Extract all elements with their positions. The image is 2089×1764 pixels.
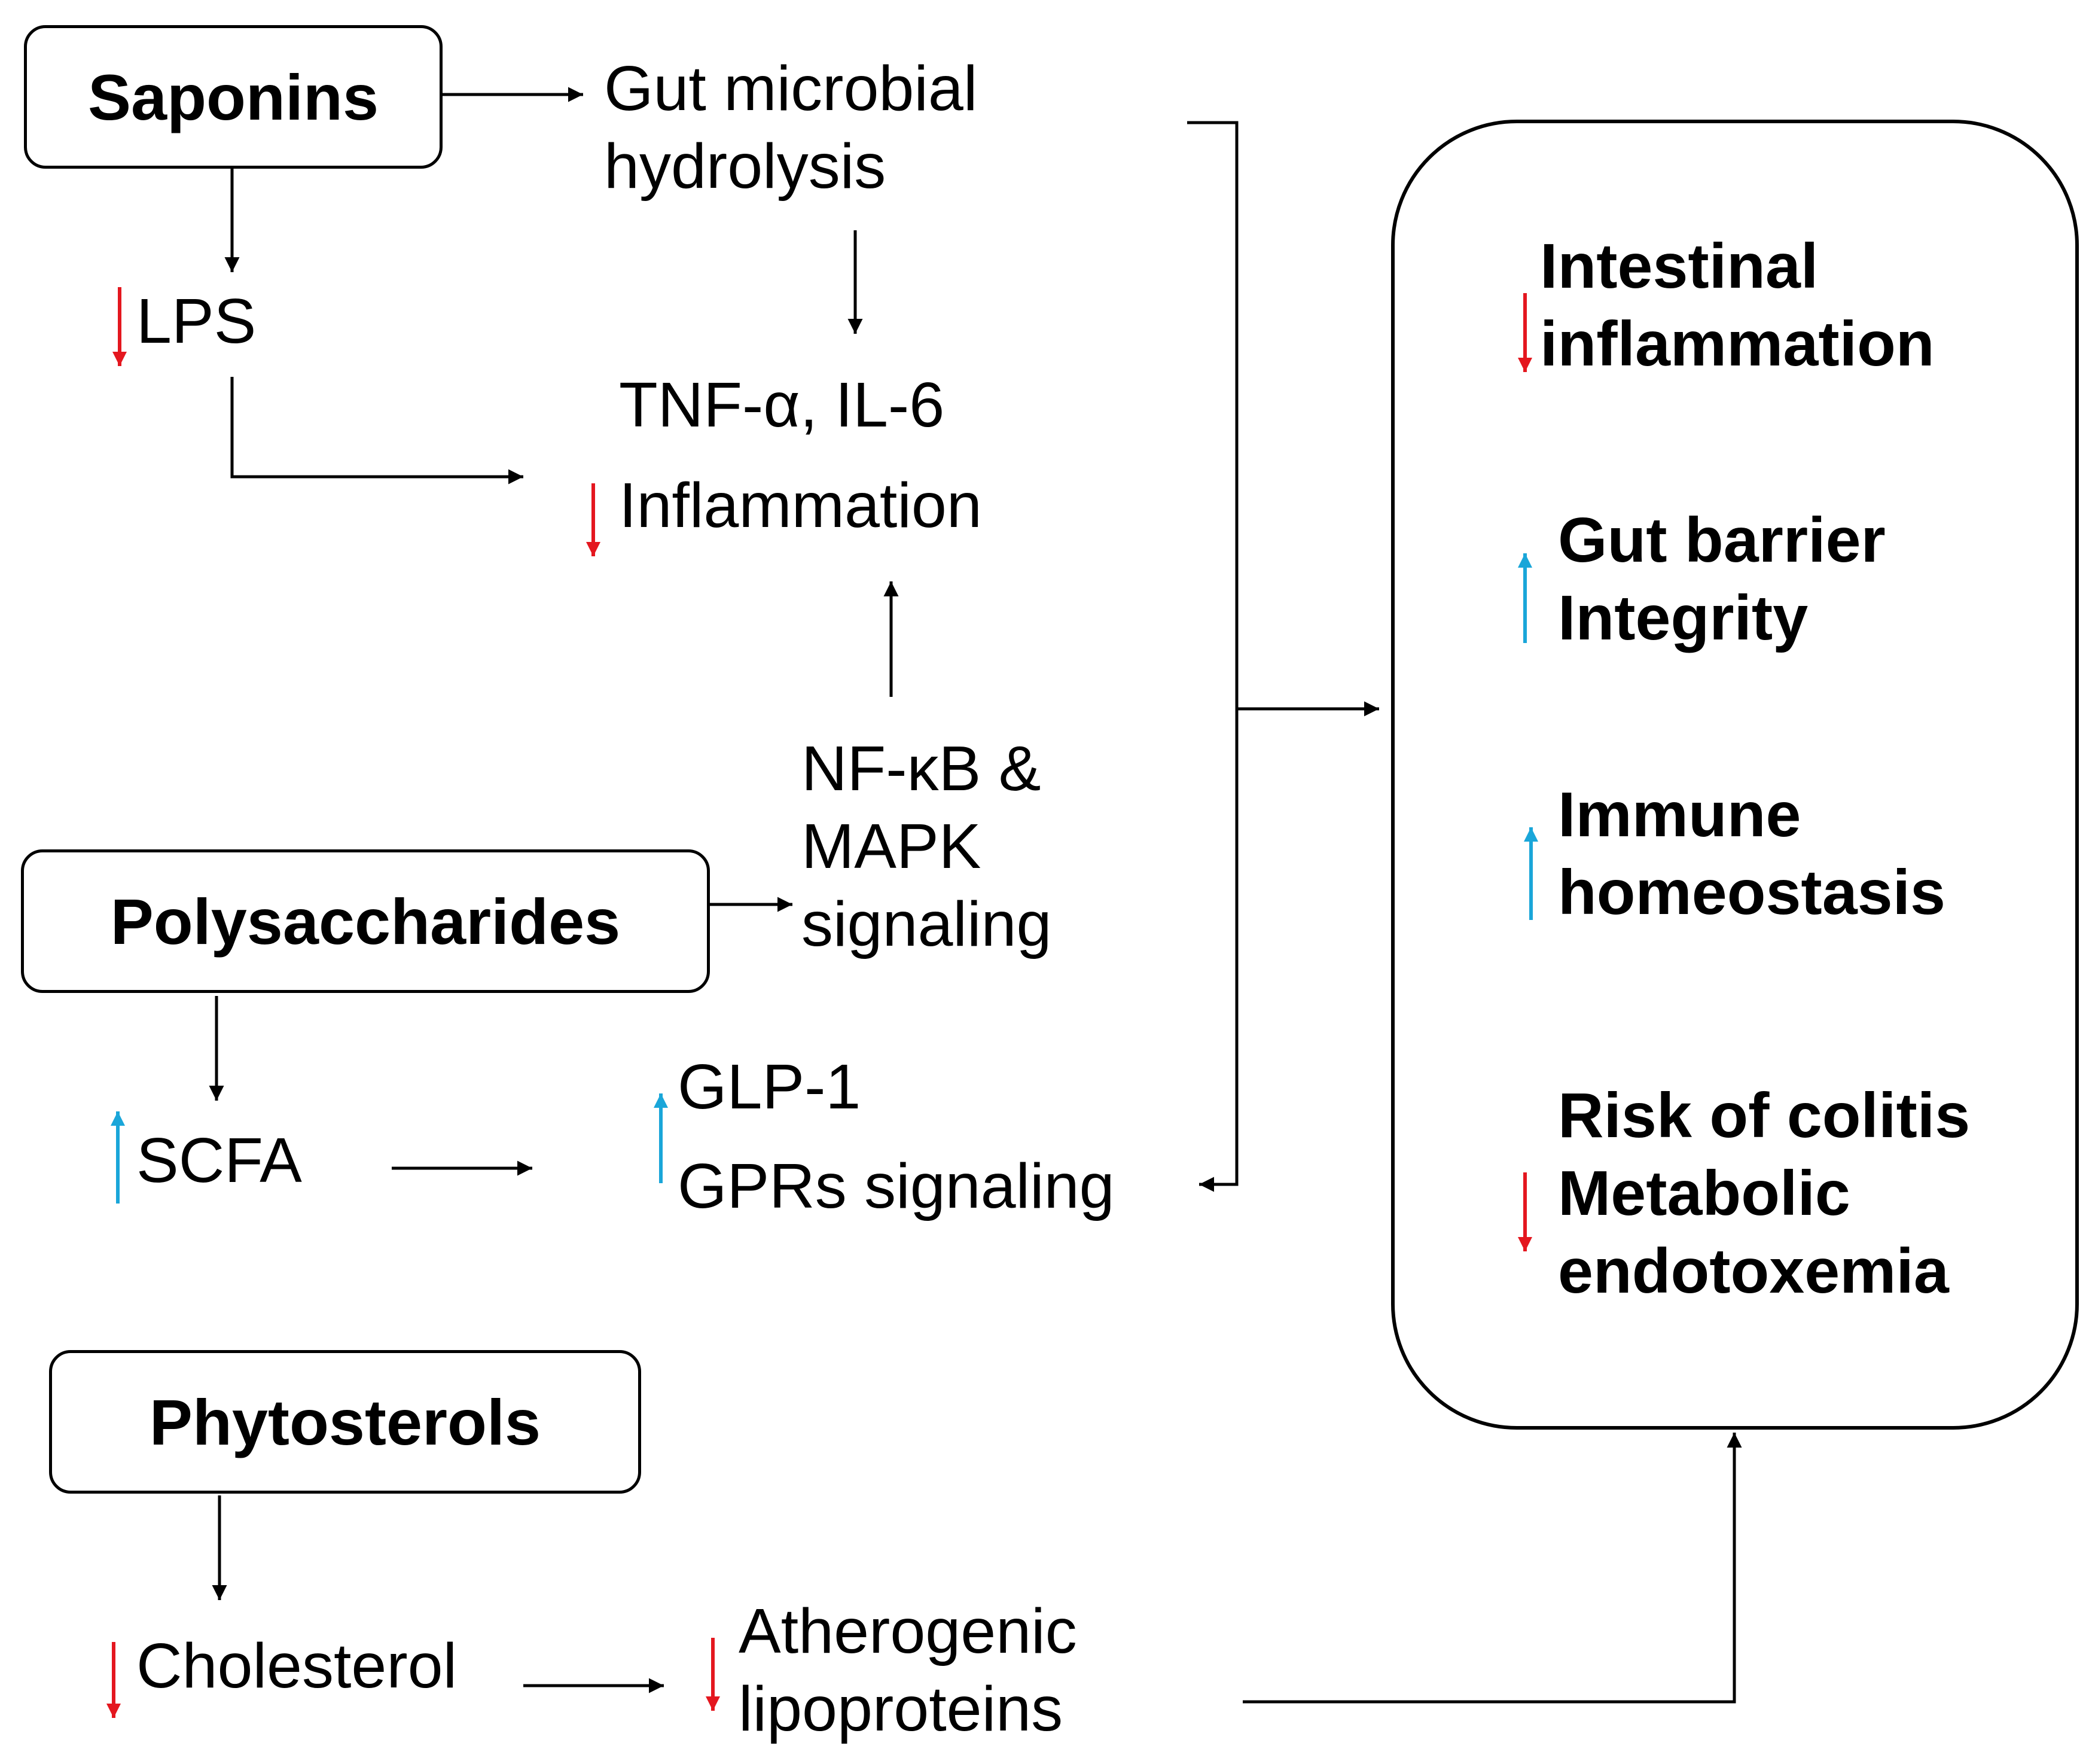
lps-label: LPS — [136, 286, 257, 357]
risk-line3: endotoxemia — [1558, 1236, 1949, 1306]
atherogenic-line1: Atherogenic — [739, 1596, 1077, 1666]
cholesterol-label: Cholesterol — [136, 1631, 458, 1701]
scfa-label: SCFA — [136, 1125, 302, 1196]
gut-barrier-line1: Gut barrier — [1558, 505, 1886, 575]
gut-microbial-hydrolysis-line2: hydrolysis — [604, 131, 886, 202]
tnf-il6-label: TNF-α, IL-6 — [619, 370, 945, 440]
atherogenic-line2: lipoproteins — [739, 1674, 1063, 1744]
polysaccharides-box: Polysaccharides — [21, 849, 710, 993]
saponins-box: Saponins — [24, 25, 443, 169]
saponins-label: Saponins — [87, 60, 379, 133]
phytosterols-box: Phytosterols — [49, 1350, 641, 1494]
arrow-lps-to-inflammation — [230, 377, 523, 485]
glp1-label: GLP-1 — [678, 1052, 861, 1122]
immune-line1: Immune — [1558, 779, 1801, 850]
intestinal-inflammation-line1: Intestinal — [1540, 231, 1819, 301]
arrow-atherogenic-to-outcomes — [1243, 1433, 1742, 1704]
nfkb-mapk-line2: MAPK — [801, 811, 981, 882]
polysaccharides-label: Polysaccharides — [110, 885, 621, 958]
gprs-signaling-label: GPRs signaling — [678, 1151, 1115, 1221]
intestinal-inflammation-line2: inflammation — [1540, 309, 1935, 379]
gut-microbial-hydrolysis-line1: Gut microbial — [604, 53, 978, 124]
inflammation-label: Inflammation — [619, 470, 982, 541]
outcomes-panel — [1391, 120, 2079, 1430]
bracket-mechanisms — [1187, 121, 1239, 1192]
risk-line2: Metabolic — [1558, 1158, 1850, 1229]
gut-barrier-line2: Integrity — [1558, 583, 1809, 653]
risk-line1: Risk of colitis — [1558, 1080, 1971, 1151]
phytosterols-label: Phytosterols — [149, 1385, 541, 1458]
nfkb-mapk-line3: signaling — [801, 889, 1052, 959]
immune-line2: homeostasis — [1558, 857, 1946, 928]
nfkb-mapk-line1: NF-κB & — [801, 733, 1041, 804]
